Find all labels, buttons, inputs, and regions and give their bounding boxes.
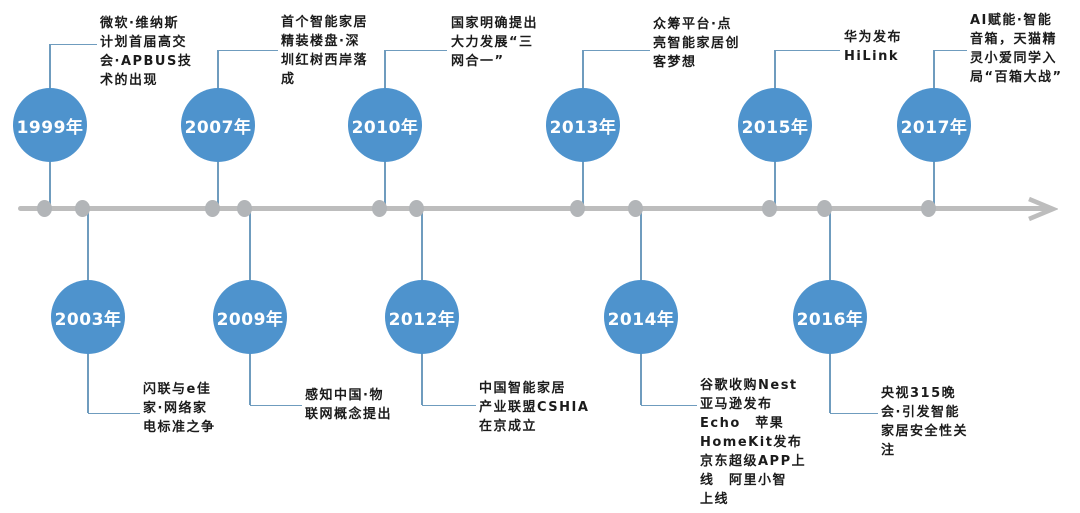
year-label: 2013年 (549, 117, 617, 138)
connector-elbow (218, 50, 278, 52)
arrow-head-icon (1028, 196, 1058, 222)
year-label: 2012年 (388, 309, 456, 330)
year-circle-2015: 2015年 (738, 88, 812, 162)
connector-elbow (250, 405, 302, 407)
event-note: 首个智能家居 精装楼盘·深 圳红树西岸落 成 (281, 15, 369, 87)
year-circle-2013: 2013年 (546, 88, 620, 162)
year-circle-2016: 2016年 (793, 280, 867, 354)
year-label: 2017年 (900, 117, 968, 138)
connector-elbow (50, 44, 97, 46)
year-circle-2003: 2003年 (51, 280, 125, 354)
axis-dot (817, 200, 832, 217)
timeline-axis (18, 206, 1048, 211)
axis-dot (409, 200, 424, 217)
connector-elbow (830, 413, 878, 415)
connector-elbow (385, 50, 447, 52)
year-circle-2007: 2007年 (181, 88, 255, 162)
year-label: 2010年 (351, 117, 419, 138)
event-note: 微软·维纳斯 计划首届高交 会·APBUS技 术的出现 (100, 16, 193, 88)
axis-dot (205, 200, 220, 217)
year-label: 1999年 (16, 117, 84, 138)
axis-dot (37, 200, 52, 217)
axis-dot (75, 200, 90, 217)
connector-elbow (88, 413, 140, 415)
connector-elbow (422, 405, 476, 407)
year-circle-2012: 2012年 (385, 280, 459, 354)
axis-dot (570, 200, 585, 217)
year-circle-2017: 2017年 (897, 88, 971, 162)
event-note: 闪联与e佳 家·网络家 电标准之争 (143, 382, 216, 435)
year-label: 2009年 (216, 309, 284, 330)
event-note: 中国智能家居 产业联盟CSHIA 在京成立 (479, 381, 590, 434)
event-note: 感知中国·物 联网概念提出 (305, 388, 393, 422)
axis-dot (921, 200, 936, 217)
event-note: 央视315晚 会·引发智能 家居安全性关 注 (881, 386, 969, 458)
year-label: 2016年 (796, 309, 864, 330)
event-note: 谷歌收购Nest 亚马逊发布 Echo 苹果 HomeKit发布 京东超级APP… (700, 378, 807, 507)
year-label: 2015年 (741, 117, 809, 138)
event-note: AI赋能·智能 音箱，天猫精 灵小爱同学入 局“百箱大战” (970, 13, 1063, 85)
year-circle-2014: 2014年 (604, 280, 678, 354)
axis-dot (237, 200, 252, 217)
year-circle-2010: 2010年 (348, 88, 422, 162)
axis-dot (762, 200, 777, 217)
year-label: 2007年 (184, 117, 252, 138)
year-label: 2014年 (607, 309, 675, 330)
connector-elbow (934, 50, 967, 52)
axis-dot (628, 200, 643, 217)
connector-elbow (583, 50, 650, 52)
year-circle-2009: 2009年 (213, 280, 287, 354)
year-circle-1999: 1999年 (13, 88, 87, 162)
event-note: 华为发布 HiLink (844, 30, 903, 64)
connector-elbow (775, 50, 840, 52)
year-label: 2003年 (54, 309, 122, 330)
axis-dot (372, 200, 387, 217)
connector-elbow (641, 405, 697, 407)
event-note: 国家明确提出 大力发展“三 网合一” (451, 16, 539, 69)
event-note: 众筹平台·点 亮智能家居创 客梦想 (653, 17, 741, 70)
